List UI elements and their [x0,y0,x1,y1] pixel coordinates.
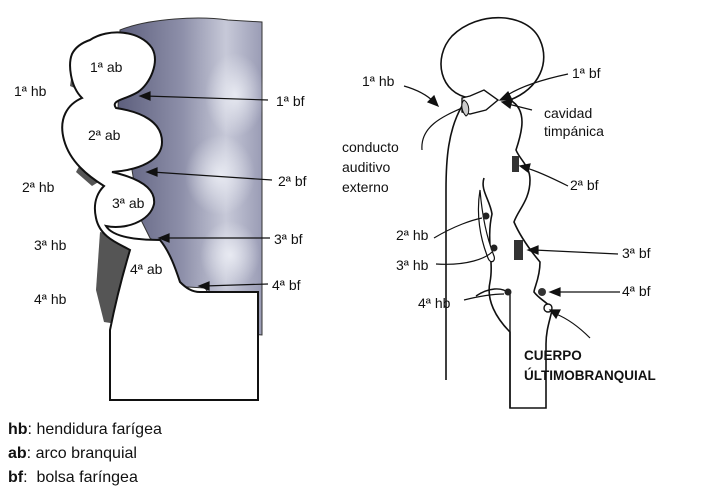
neck-outline-left [445,105,463,380]
legend-item-ab: ab: arco branquial [8,442,162,466]
cleft-label-2: 2ª hb [22,179,55,195]
pouch-2-mark [512,156,519,172]
legend-text-hb: : hendidura farígea [27,421,162,438]
cleft-label-1: 1ª hb [14,83,47,99]
right-pharyngeal-pouches: 1ª hb 1ª bf cavidad timpánica conducto a… [342,16,656,409]
arches-and-pharynx [61,31,259,401]
legend-item-hb: hb: hendidura farígea [8,418,162,442]
legend-abbr-hb: hb [8,421,28,438]
r-pouch-label-2: 2ª bf [570,177,599,193]
cleft-label-4: 4ª hb [34,291,67,307]
canal-label-1: conducto [342,139,399,155]
arch-label-4: 4ª ab [130,261,163,277]
r-cleft-label-1: 1ª hb [362,73,395,89]
pouch-4-mark [538,288,546,296]
cleft-3-dot [490,244,498,252]
legend-abbr-bf: bf [8,469,24,486]
legend-text-ab: : arco branquial [26,445,137,462]
canal-label-3: externo [342,179,389,195]
r-pouch-label-1: 1ª bf [572,65,601,81]
ultimobranchial-label-2: ÚLTIMOBRANQUIAL [524,368,656,383]
arch-label-1: 1ª ab [90,59,123,75]
cleft-2-slit [477,189,495,263]
pouch-3-mark [514,240,523,260]
arch-label-3: 3ª ab [112,195,145,211]
cleft-4-dot [504,288,512,296]
legend-item-bf: bf: bolsa faríngea [8,466,162,490]
tympanic-label-1: cavidad [544,105,592,121]
canal-label-2: auditivo [342,159,390,175]
legend-abbr-ab: ab [8,445,27,462]
pharynx-outline [440,16,553,409]
r-cleft-label-4: 4ª hb [418,295,451,311]
pouch-label-2: 2ª bf [278,173,307,189]
r-cleft-label-2: 2ª hb [396,227,429,243]
cleft-2-dot [482,212,490,220]
pouch-label-3: 3ª bf [274,231,303,247]
tympanic-label-2: timpánica [544,123,604,139]
r-pouch-label-3: 3ª bf [622,245,651,261]
cleft-label-3: 3ª hb [34,237,67,253]
ear-canal-shape [461,99,470,117]
ultimobranchial-label-1: CUERPO [524,348,582,363]
arch-label-2: 2ª ab [88,127,121,143]
r-cleft-label-3: 3ª hb [396,257,429,273]
pouch-label-4: 4ª bf [272,277,301,293]
pouch-label-1: 1ª bf [276,93,305,109]
left-embryo-section: 1ª ab 2ª ab 3ª ab 4ª ab 1ª hb 2ª hb 3ª h… [14,17,307,401]
pouch-arrows-left [138,91,273,291]
legend-text-bf: : bolsa faríngea [23,469,138,486]
legend: hb: hendidura farígea ab: arco branquial… [8,418,162,490]
r-pouch-label-4: 4ª bf [622,283,651,299]
arrows-right [403,73,620,339]
